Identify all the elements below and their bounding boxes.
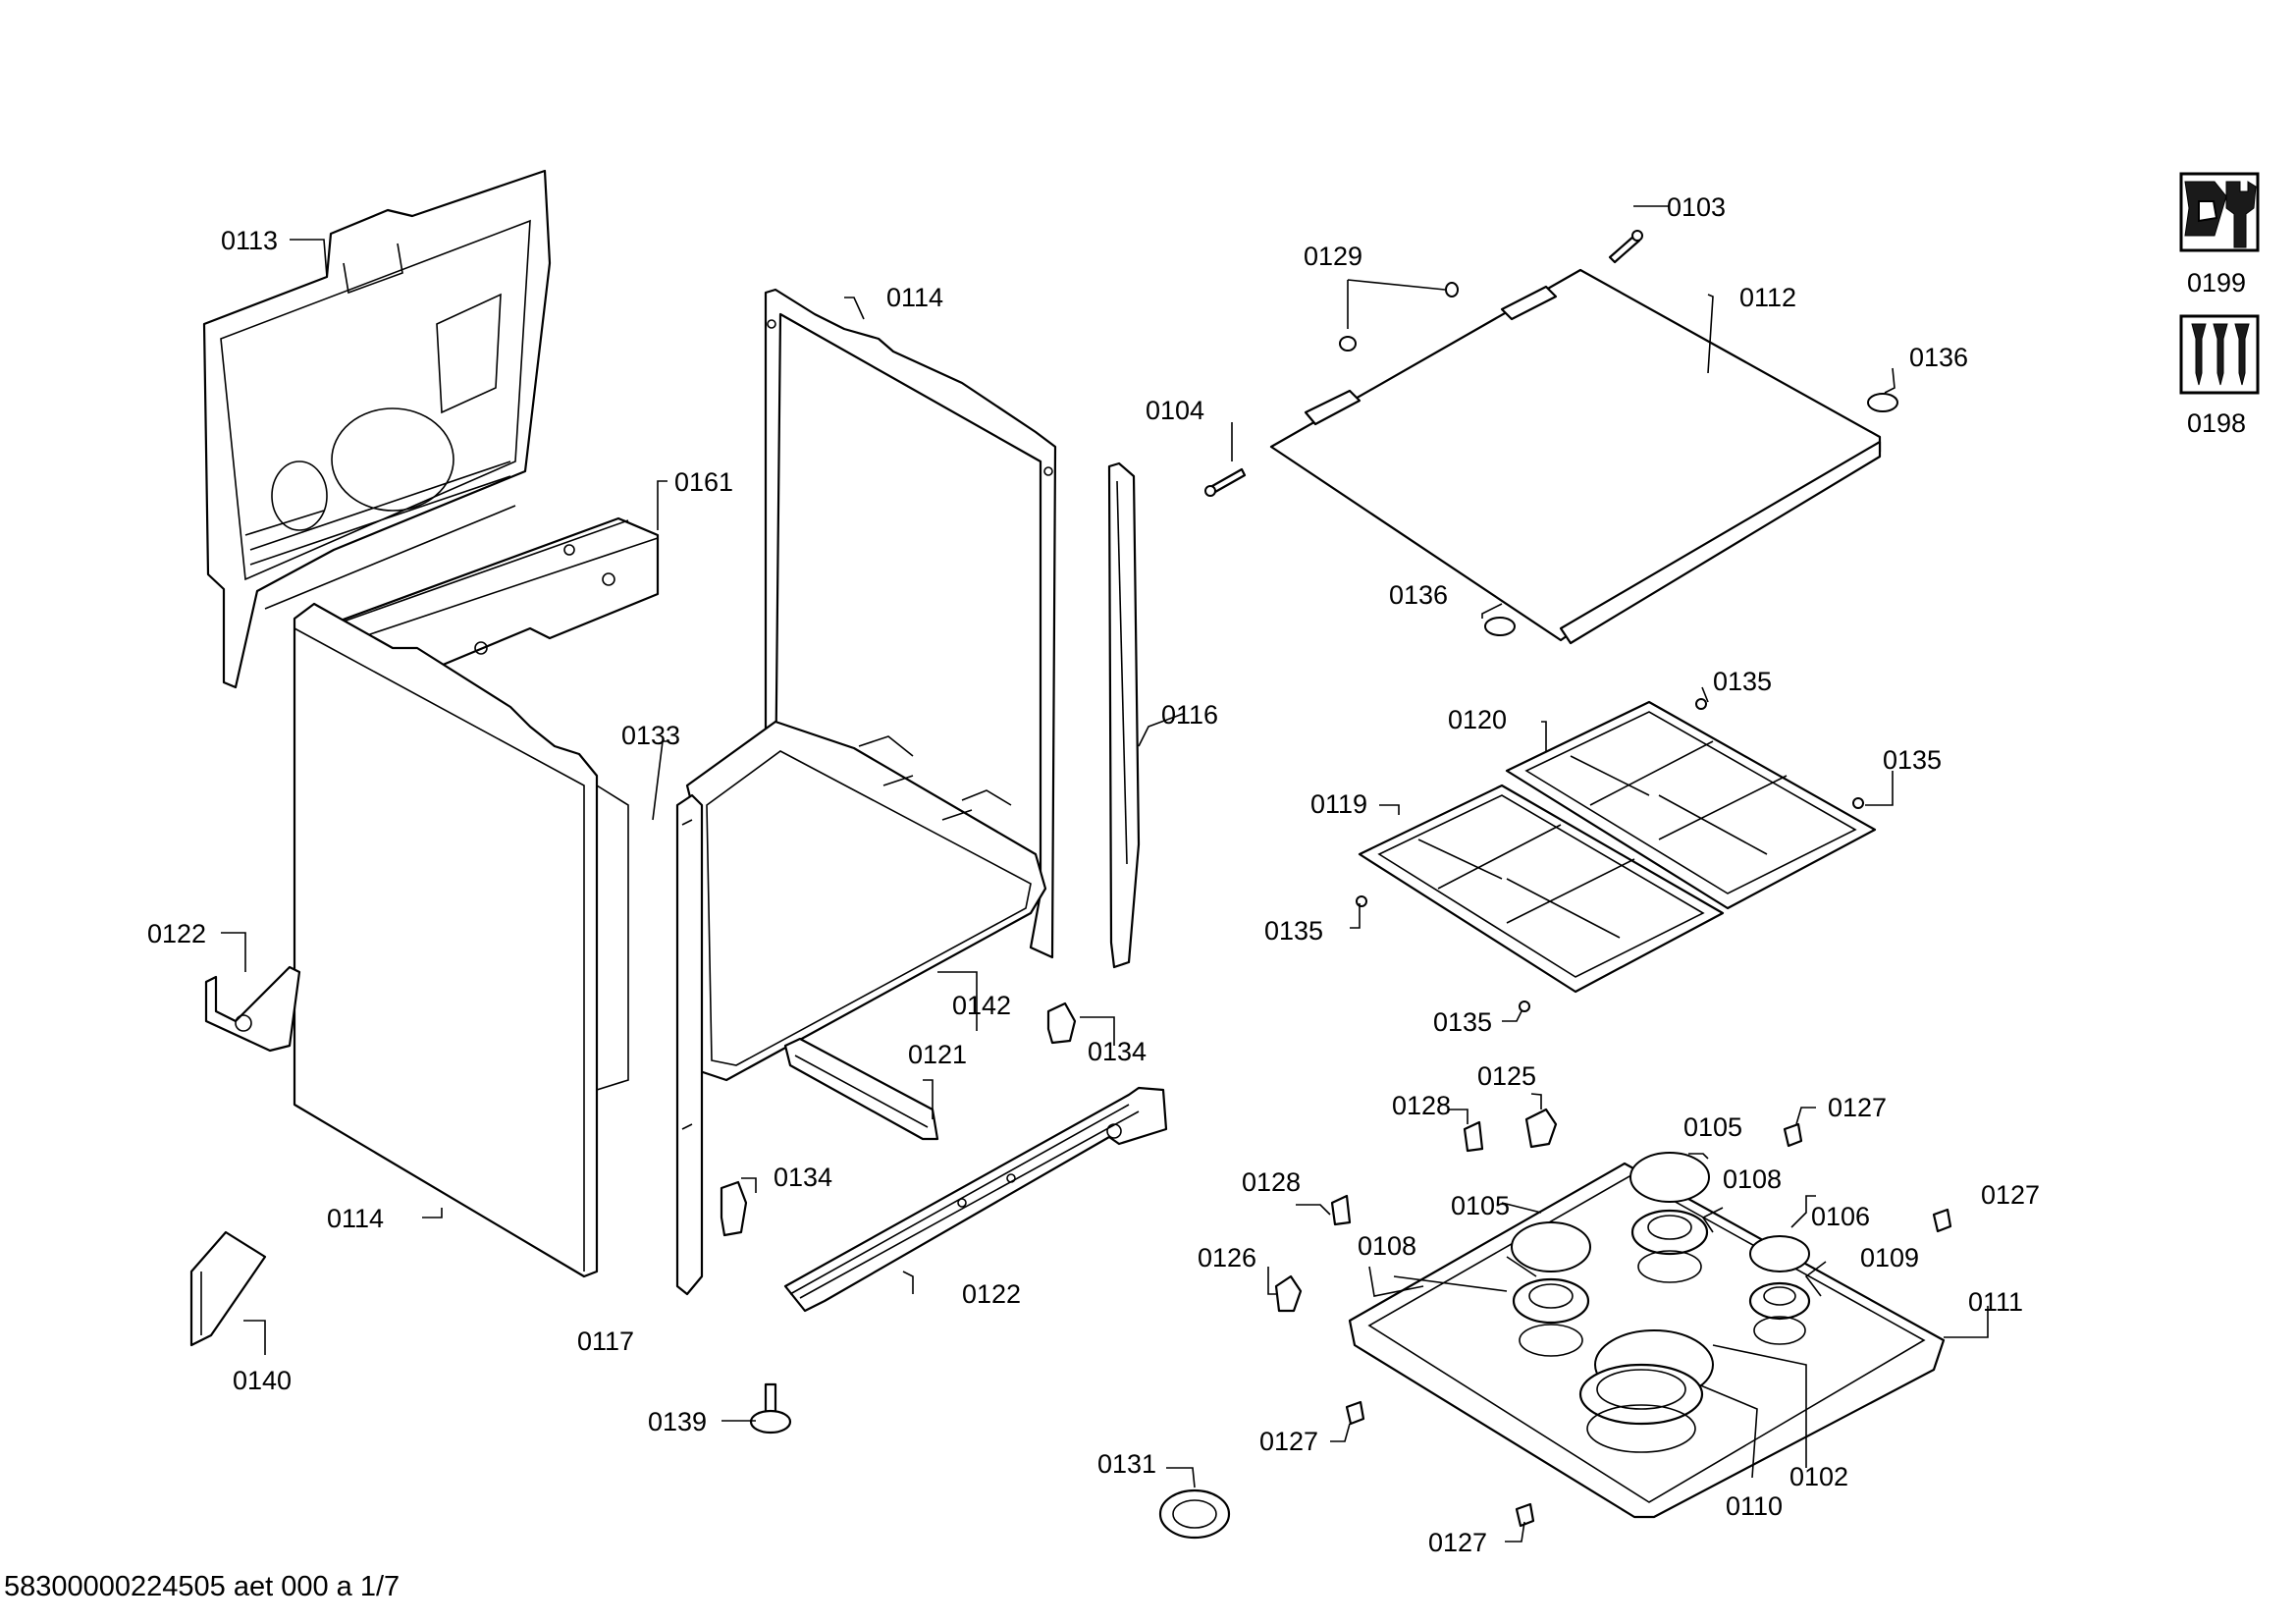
label-0161: 0161 (674, 467, 733, 497)
label-0106: 0106 (1811, 1202, 1870, 1231)
label-0114-front: 0114 (327, 1204, 384, 1233)
burner-cap-0106 (1749, 1235, 1810, 1272)
part-labels: 0113 0114 0161 0133 0122 0116 0142 0114 … (147, 192, 2040, 1557)
label-0104: 0104 (1146, 396, 1204, 425)
label-0108-b: 0108 (1358, 1231, 1416, 1261)
label-0119: 0119 (1310, 789, 1367, 819)
label-0142: 0142 (952, 991, 1011, 1020)
label-0105-a: 0105 (1683, 1112, 1742, 1142)
label-0122-left: 0122 (147, 919, 206, 948)
burner-0110 (1578, 1329, 1714, 1453)
label-0127-a: 0127 (1828, 1093, 1887, 1122)
foot-bracket-0140 (189, 1230, 267, 1347)
label-0111: 0111 (1968, 1287, 2023, 1317)
bracket-0122-long (783, 1086, 1168, 1313)
label-0131: 0131 (1097, 1449, 1156, 1479)
screw-0104 (1204, 467, 1247, 497)
label-0128-b: 0128 (1242, 1167, 1301, 1197)
cover-0112 (1269, 268, 1882, 645)
label-0121: 0121 (908, 1040, 967, 1069)
wrench-nut-icon (2179, 172, 2260, 252)
label-0112: 0112 (1739, 283, 1796, 312)
label-0127-d: 0127 (1428, 1528, 1487, 1557)
label-0128-a: 0128 (1392, 1091, 1451, 1120)
label-0127-c: 0127 (1259, 1427, 1318, 1456)
label-0136-b: 0136 (1389, 580, 1448, 610)
label-0135-b: 0135 (1883, 745, 1942, 775)
cap-0136 (1484, 393, 1898, 636)
bracket-0122-left (204, 965, 301, 1053)
clip-0134-a (1046, 1001, 1077, 1045)
label-0134-b: 0134 (774, 1163, 832, 1192)
label-0113: 0113 (221, 226, 278, 255)
clip-0127 (1345, 1122, 1952, 1528)
side-strip-0116 (1107, 461, 1141, 969)
side-panel-0114-rear (764, 288, 1057, 959)
bracket-0126 (1274, 1274, 1303, 1313)
label-0135-c: 0135 (1264, 916, 1323, 946)
clip-0134-b (720, 1180, 748, 1237)
label-0139: 0139 (648, 1407, 707, 1436)
pan-support-0119 (1358, 784, 1725, 994)
label-0198: 0198 (2187, 408, 2246, 438)
label-0117: 0117 (577, 1326, 634, 1356)
label-0114-rear: 0114 (886, 283, 943, 312)
label-0110: 0110 (1726, 1491, 1783, 1521)
document-footer-id: 58300000224505 aet 000 a 1/7 (4, 1571, 400, 1602)
label-0135-d: 0135 (1433, 1007, 1492, 1037)
label-0122-long: 0122 (962, 1279, 1021, 1309)
buffer-0129 (1339, 282, 1459, 352)
burner-cap-0105-a (1629, 1152, 1710, 1203)
label-0116: 0116 (1161, 700, 1218, 730)
screws-icon (2179, 314, 2260, 395)
label-0126: 0126 (1198, 1243, 1256, 1272)
label-0127-b: 0127 (1981, 1180, 2040, 1210)
label-0120: 0120 (1448, 705, 1507, 734)
side-panel-0114-front (293, 602, 629, 1278)
label-0140: 0140 (233, 1366, 292, 1395)
back-panel-0113 (202, 169, 552, 689)
bottom-tray-0142 (685, 720, 1047, 1082)
label-0125: 0125 (1477, 1061, 1536, 1091)
bracket-0125 (1524, 1108, 1558, 1149)
label-0105-b: 0105 (1451, 1191, 1510, 1220)
label-0133: 0133 (621, 721, 680, 750)
screw-0103 (1608, 230, 1643, 264)
label-0136-a: 0136 (1909, 343, 1968, 372)
label-0103: 0103 (1667, 192, 1726, 222)
label-0134-a: 0134 (1088, 1037, 1147, 1066)
label-0109: 0109 (1860, 1243, 1919, 1272)
label-0129: 0129 (1304, 242, 1362, 271)
burner-0108-a (1630, 1209, 1709, 1283)
clip-0128-b (1330, 1194, 1352, 1226)
burner-0109 (1748, 1281, 1811, 1345)
rail-0121 (783, 1037, 939, 1141)
foot-0139 (749, 1382, 792, 1435)
ring-0131 (1158, 1489, 1231, 1540)
label-0135-a: 0135 (1713, 667, 1772, 696)
label-0199: 0199 (2187, 268, 2246, 298)
burner-0108-b (1512, 1277, 1590, 1357)
pan-support-0120 (1505, 700, 1877, 910)
burner-cap-0105-b (1511, 1221, 1591, 1272)
front-strip-0117 (675, 793, 704, 1296)
label-0102: 0102 (1789, 1462, 1848, 1491)
clip-0128-a (1463, 1120, 1484, 1153)
leader-lines (221, 205, 1989, 1543)
label-0108-a: 0108 (1723, 1164, 1782, 1194)
